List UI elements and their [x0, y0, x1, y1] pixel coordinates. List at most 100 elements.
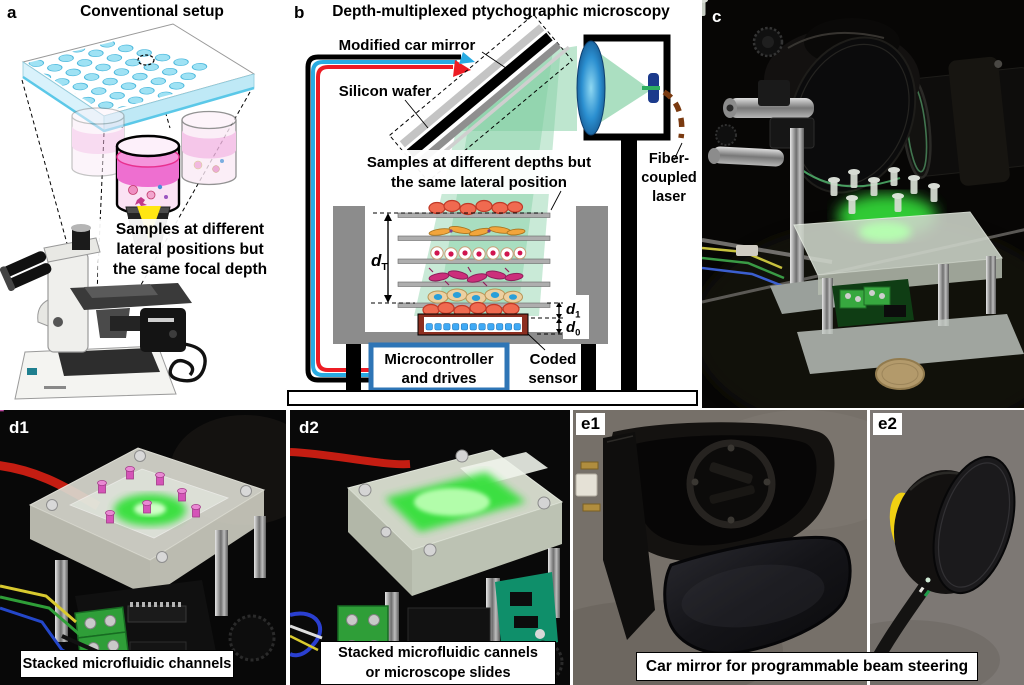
wire-green	[0, 595, 80, 636]
wafer-label: Silicon wafer	[339, 83, 432, 100]
panel-e2-label: e2	[873, 413, 902, 435]
laser-post	[621, 137, 637, 392]
thorlabs-knob	[228, 614, 276, 662]
wire-yellow	[0, 584, 77, 624]
svg-text:the same lateral position: the same lateral position	[391, 174, 567, 191]
actuator-ring	[686, 439, 776, 529]
laser-assembly	[576, 34, 685, 392]
camera-box	[140, 308, 186, 352]
depth-total-annotation: dT	[371, 212, 543, 304]
panel-e2-photo	[870, 410, 1024, 685]
well-callout-circle	[137, 54, 155, 66]
caption-d2-line2: or microscope slides	[365, 665, 511, 681]
svg-text:sensor: sensor	[528, 370, 577, 387]
petri-dish-back-right	[181, 110, 237, 186]
cable	[871, 581, 931, 665]
wire-connector	[736, 245, 758, 256]
glint	[925, 577, 931, 583]
camera-cable	[168, 342, 207, 383]
petri-dish-main	[115, 134, 181, 216]
panel-a-conventional-setup: Conventional setup	[0, 0, 285, 408]
optical-fiber	[662, 89, 685, 139]
tube-fittings	[702, 0, 940, 214]
acrylic-plate	[0, 410, 266, 597]
steel-post	[790, 128, 804, 288]
car-mirror-assembly	[764, 18, 920, 194]
panel-e1-drawing	[573, 410, 867, 685]
silicon-wafer	[417, 42, 562, 165]
microfluidic-device	[702, 0, 1024, 390]
samples-label: Samples at different depths but the same…	[367, 154, 591, 191]
panel-c-photo	[702, 0, 1024, 408]
mirror-disc	[932, 455, 1016, 595]
eyepieces	[0, 251, 52, 292]
svg-text:Fiber-: Fiber-	[649, 151, 689, 167]
mirror-label: Modified car mirror	[339, 37, 476, 54]
panel-d2-label: d2	[299, 418, 319, 437]
svg-text:Samples at different depths bu: Samples at different depths but	[367, 154, 591, 171]
sample-chamber	[333, 206, 608, 391]
svg-text:the same focal depth: the same focal depth	[113, 261, 267, 278]
caption-d1: Stacked microfluidic channels	[20, 650, 234, 678]
corner-screws	[46, 450, 252, 563]
mirror-green-rim	[801, 169, 901, 188]
samples-label-bg	[340, 150, 618, 194]
modified-car-mirror	[388, 13, 573, 183]
microcontroller-box: Microcontroller and drives	[368, 342, 510, 393]
lens-tube	[901, 56, 1024, 186]
panel-b-title: Depth-multiplexed ptychographic microsco…	[332, 3, 670, 20]
panel-a-label: a	[7, 3, 17, 22]
fiber-label: Fiber- coupled laser	[641, 151, 697, 205]
panel-b-label: b	[294, 3, 305, 22]
panel-c-drawing	[702, 0, 1024, 408]
panel-d1-photo	[0, 410, 286, 685]
brass-pin	[580, 461, 599, 470]
cells-row-4	[428, 266, 524, 287]
svg-text:laser: laser	[652, 189, 686, 205]
cells-row-6	[422, 301, 520, 318]
car-mirror-housing	[575, 422, 835, 640]
panel-c-label: c	[712, 7, 722, 26]
panel-b-schematic: Depth-multiplexed ptychographic microsco…	[285, 0, 700, 408]
depth-gap-annotations: d1 d0	[531, 295, 589, 339]
cells-row-5	[427, 288, 523, 305]
panel-e1-photo	[573, 410, 867, 685]
coded-sensor	[417, 313, 529, 336]
mirror-arm	[603, 432, 655, 640]
wire-green	[702, 256, 785, 280]
acrylic-block	[347, 449, 564, 596]
coded-sensor-label: Coded sensor	[527, 333, 578, 387]
pink-ports	[0, 410, 201, 524]
panel-a-title: Conventional setup	[80, 3, 224, 20]
wire-arrowhead-blue	[459, 52, 475, 64]
svg-text:lateral positions but: lateral positions but	[116, 241, 263, 258]
caption-d2-line1: Stacked microfluidic cannels	[338, 645, 538, 661]
panel-d2-drawing	[290, 410, 570, 685]
annotation-bg	[98, 219, 282, 279]
panel-b-drawing: Depth-multiplexed ptychographic microsco…	[287, 3, 698, 406]
svg-text:d0: d0	[566, 319, 580, 339]
cells-row-2	[428, 226, 526, 237]
baseplate	[287, 390, 698, 406]
svg-text:and drives: and drives	[401, 370, 476, 387]
svg-text:dT: dT	[371, 251, 388, 273]
caption-e: Car mirror for programmable beam steerin…	[636, 652, 978, 681]
svg-text:d1: d1	[566, 301, 581, 321]
corner-screws	[358, 449, 551, 557]
svg-text:Microcontroller: Microcontroller	[384, 351, 493, 368]
brass-pin	[582, 503, 601, 512]
wire-blue	[702, 266, 789, 290]
mirror-wires	[305, 54, 461, 383]
panel-e2-drawing	[870, 410, 1024, 685]
svg-text:coupled: coupled	[641, 170, 697, 186]
svg-text:Samples at different: Samples at different	[116, 221, 264, 238]
panel-d1-drawing	[0, 410, 286, 685]
connector	[575, 473, 598, 497]
svg-text:Coded: Coded	[530, 351, 577, 368]
panel-e1-label: e1	[576, 413, 605, 435]
inverted-microscope	[0, 224, 207, 400]
cells-row-1	[428, 199, 524, 216]
collimating-lens	[576, 40, 606, 136]
red-cable	[290, 448, 411, 469]
